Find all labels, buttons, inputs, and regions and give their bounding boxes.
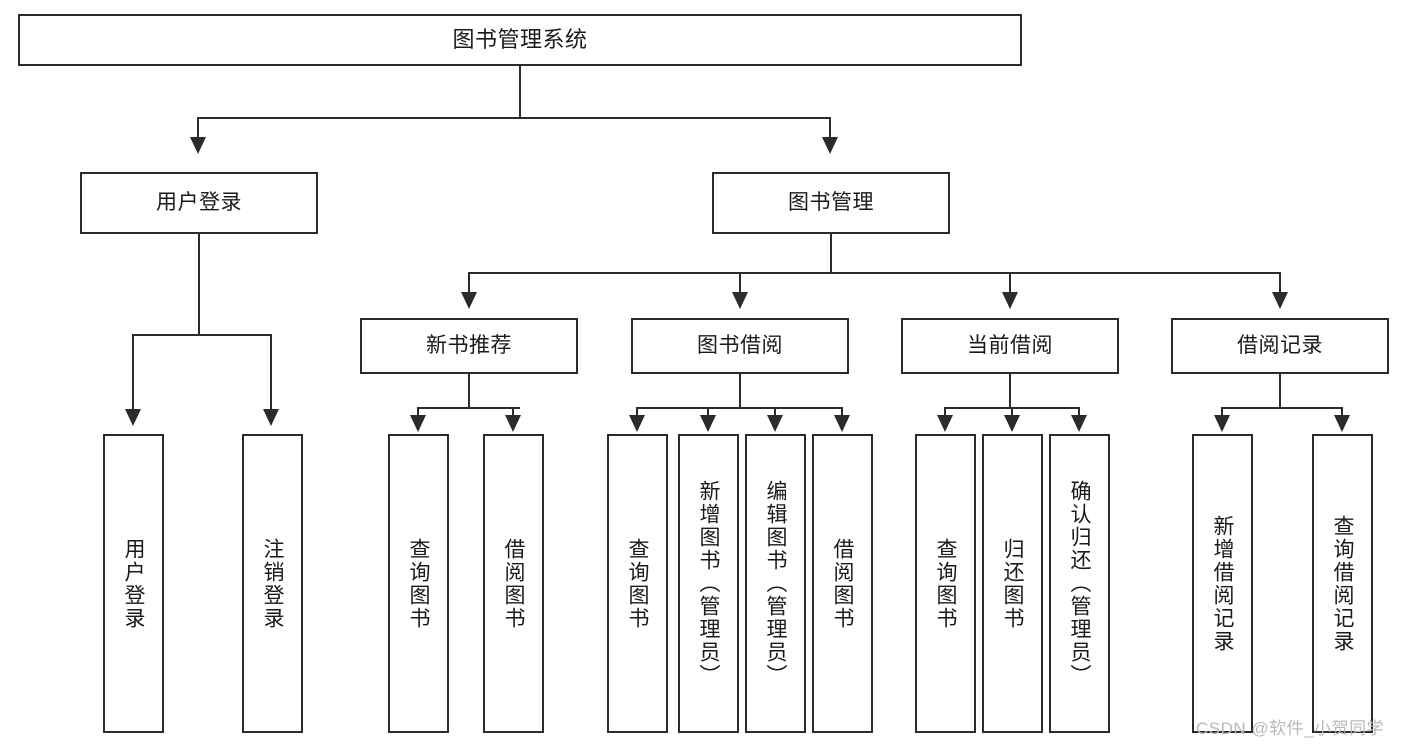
arrowhead-leaf-add-book xyxy=(700,415,716,432)
arrowhead-leaf-borrow-book-a xyxy=(505,415,521,432)
leaf-borrow-book[interactable]: 借阅图书 xyxy=(812,434,873,733)
node-label: 图书管理 xyxy=(788,191,874,215)
arrowhead-leaf-query-record xyxy=(1334,415,1350,432)
connector-user-login-to-leaf-1 xyxy=(132,334,134,410)
connector-root-to-book-management xyxy=(829,117,831,139)
connector-book-management-bus xyxy=(468,272,1280,274)
connector-cb-to-leaf-1 xyxy=(944,407,946,418)
connector-cb-to-leaf-2 xyxy=(1011,407,1013,418)
arrowhead-leaf-query-book-a xyxy=(410,415,426,432)
connector-bm-to-current-borrow xyxy=(1009,272,1011,294)
leaf-query-borrow-record[interactable]: 查询借阅记录 xyxy=(1312,434,1373,733)
node-label: 编辑图书（管理员） xyxy=(764,480,787,687)
connector-br-to-leaf-1 xyxy=(1221,407,1223,418)
node-label: 查询图书 xyxy=(626,537,649,630)
leaf-borrow-book-recommend[interactable]: 借阅图书 xyxy=(483,434,544,733)
watermark-text: CSDN @软件_小贺同学 xyxy=(1196,719,1385,738)
connector-current-borrow-trunk xyxy=(1009,374,1011,408)
node-label: 新增借阅记录 xyxy=(1211,514,1234,653)
node-label: 注销登录 xyxy=(261,537,284,630)
arrowhead-new-book-recommend xyxy=(461,292,477,309)
leaf-logout[interactable]: 注销登录 xyxy=(242,434,303,733)
arrowhead-current-borrow xyxy=(1002,292,1018,309)
arrowhead-leaf-confirm-return xyxy=(1071,415,1087,432)
connector-newbook-to-leaf-2 xyxy=(512,407,514,418)
connector-bm-to-book-borrow xyxy=(739,272,741,294)
connector-root-to-user-login xyxy=(197,117,199,139)
leaf-confirm-return-admin[interactable]: 确认归还（管理员） xyxy=(1049,434,1110,733)
connector-book-management-trunk xyxy=(830,234,832,273)
arrowhead-leaf-query-book-b xyxy=(629,415,645,432)
connector-user-login-trunk xyxy=(198,234,200,335)
connector-book-borrow-trunk xyxy=(739,374,741,408)
arrowhead-leaf-user-login xyxy=(125,409,141,426)
node-label: 图书借阅 xyxy=(697,334,783,358)
node-book-management[interactable]: 图书管理 xyxy=(712,172,950,234)
node-label: 当前借阅 xyxy=(967,334,1053,358)
connector-new-book-trunk xyxy=(468,374,470,408)
node-borrow-record[interactable]: 借阅记录 xyxy=(1171,318,1389,374)
node-label: 查询图书 xyxy=(407,537,430,630)
node-label: 查询图书 xyxy=(934,537,957,630)
node-label: 确认归还（管理员） xyxy=(1068,480,1091,687)
connector-root-trunk xyxy=(519,66,521,118)
node-label: 借阅记录 xyxy=(1237,334,1323,358)
connector-book-borrow-bus xyxy=(636,407,843,409)
arrowhead-leaf-edit-book xyxy=(767,415,783,432)
connector-bm-to-borrow-record xyxy=(1279,272,1281,294)
arrowhead-leaf-query-book-c xyxy=(937,415,953,432)
arrowhead-user-login xyxy=(190,137,206,154)
node-label: 查询借阅记录 xyxy=(1331,514,1354,653)
arrowhead-book-management xyxy=(822,137,838,154)
leaf-return-book[interactable]: 归还图书 xyxy=(982,434,1043,733)
leaf-user-login[interactable]: 用户登录 xyxy=(103,434,164,733)
node-label: 借阅图书 xyxy=(502,537,525,630)
connector-cb-to-leaf-3 xyxy=(1078,407,1080,418)
connector-bb-to-leaf-1 xyxy=(636,407,638,418)
node-label: 归还图书 xyxy=(1001,537,1024,630)
node-root-book-management-system[interactable]: 图书管理系统 xyxy=(18,14,1022,66)
connector-root-bus xyxy=(197,117,831,119)
node-label: 用户登录 xyxy=(156,191,242,215)
connector-borrow-record-bus xyxy=(1221,407,1342,409)
connector-bb-to-leaf-4 xyxy=(841,407,843,418)
node-user-login[interactable]: 用户登录 xyxy=(80,172,318,234)
leaf-add-book-admin[interactable]: 新增图书（管理员） xyxy=(678,434,739,733)
connector-user-login-bus xyxy=(132,334,270,336)
arrowhead-leaf-add-record xyxy=(1214,415,1230,432)
arrowhead-leaf-borrow-book-b xyxy=(834,415,850,432)
node-label: 新书推荐 xyxy=(426,334,512,358)
connector-user-login-to-leaf-2 xyxy=(270,334,272,410)
leaf-query-book-recommend[interactable]: 查询图书 xyxy=(388,434,449,733)
node-new-book-recommend[interactable]: 新书推荐 xyxy=(360,318,578,374)
arrowhead-leaf-logout xyxy=(263,409,279,426)
arrowhead-leaf-return-book xyxy=(1004,415,1020,432)
leaf-query-book-borrow[interactable]: 查询图书 xyxy=(607,434,668,733)
connector-bb-to-leaf-3 xyxy=(774,407,776,418)
connector-newbook-to-leaf-1 xyxy=(417,407,419,418)
node-label: 用户登录 xyxy=(122,537,145,630)
node-label: 新增图书（管理员） xyxy=(697,480,720,687)
leaf-edit-book-admin[interactable]: 编辑图书（管理员） xyxy=(745,434,806,733)
node-label: 借阅图书 xyxy=(831,537,854,630)
connector-bb-to-leaf-2 xyxy=(707,407,709,418)
node-label: 图书管理系统 xyxy=(452,26,588,52)
leaf-query-book-current[interactable]: 查询图书 xyxy=(915,434,976,733)
connector-br-to-leaf-2 xyxy=(1341,407,1343,418)
node-book-borrow[interactable]: 图书借阅 xyxy=(631,318,849,374)
leaf-add-borrow-record[interactable]: 新增借阅记录 xyxy=(1192,434,1253,733)
node-current-borrow[interactable]: 当前借阅 xyxy=(901,318,1119,374)
connector-bm-to-new-book xyxy=(468,272,470,294)
arrowhead-borrow-record xyxy=(1272,292,1288,309)
connector-new-book-bus xyxy=(417,407,520,409)
arrowhead-book-borrow xyxy=(732,292,748,309)
connector-borrow-record-trunk xyxy=(1279,374,1281,408)
